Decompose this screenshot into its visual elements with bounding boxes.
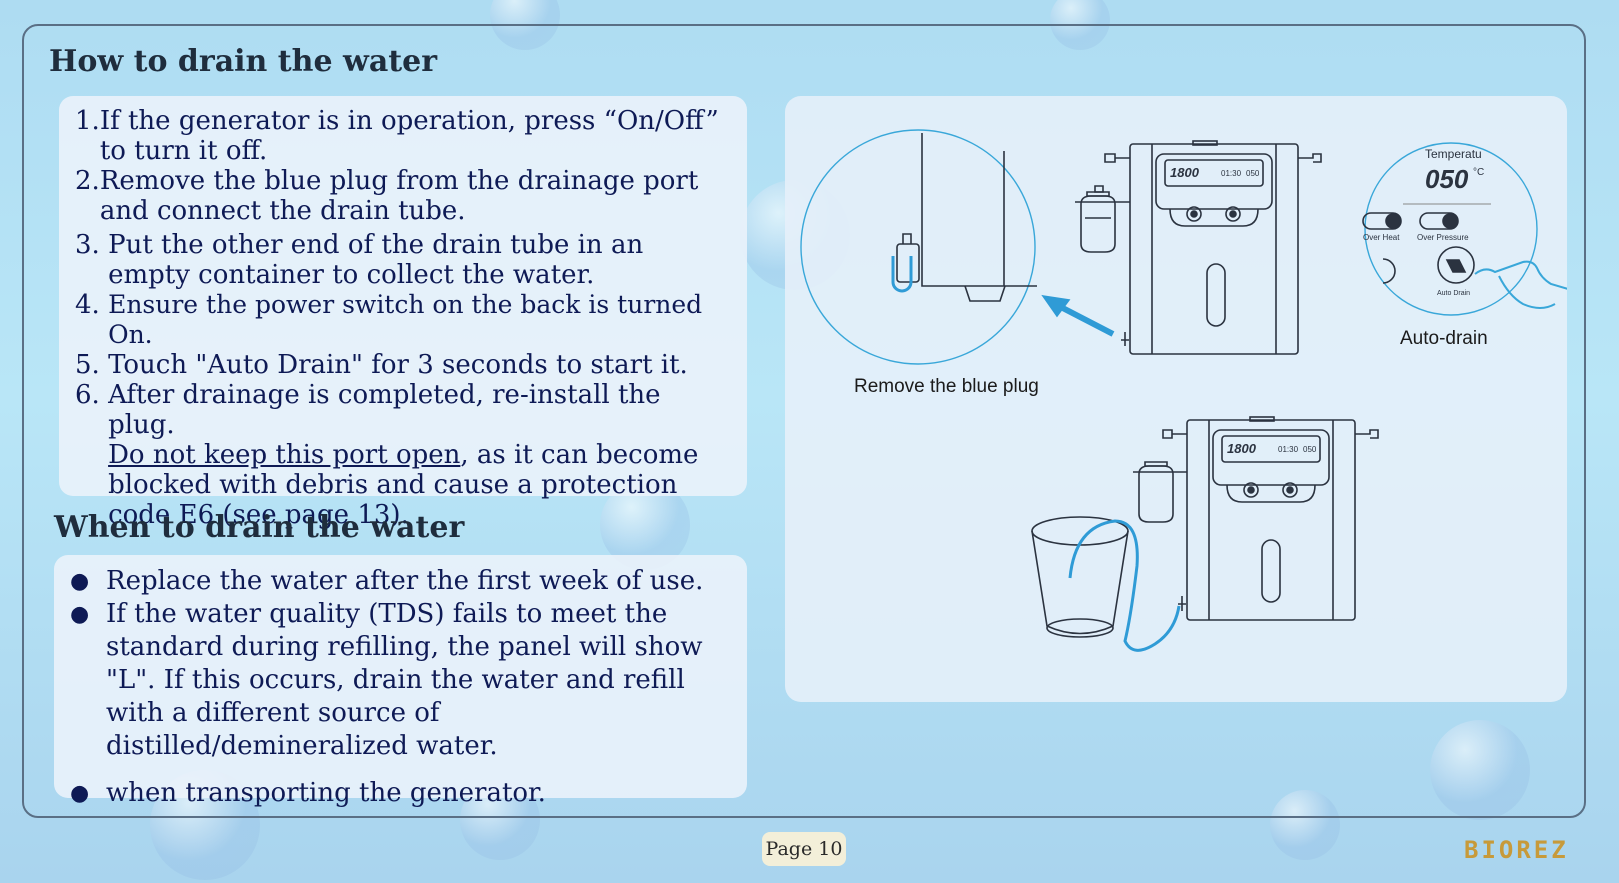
background-bubble [1270,790,1340,860]
generator-bottom [1186,419,1356,621]
generator-top [1129,143,1299,355]
display-temp: 050 [1246,169,1260,178]
over-pressure-label: Over Pressure [1417,233,1469,242]
auto-drain-label: Auto Drain [1437,290,1470,297]
zoom-temp-value: 050 [1425,164,1469,194]
drain-heading: How to drain the water [49,44,438,79]
step-text: If the generator is in operation, press … [99,106,719,166]
step-text: After drainage is completed, re-install … [108,380,733,530]
step-number: 1. [75,106,100,136]
when-bullets-list: ● Replace the water after the first week … [70,565,717,810]
step-number: 6. [75,380,109,410]
step-number: 3. [75,230,109,260]
drain-steps-list: 1.If the generator is in operation, pres… [75,106,733,530]
step-text-main: After drainage is completed, re-install … [108,380,661,440]
step-text: Put the other end of the drain tube in a… [108,230,644,290]
step-item: 1.If the generator is in operation, pres… [75,106,733,166]
step-item: 2.Remove the blue plug from the drainage… [75,166,733,226]
drain-tube [1068,519,1181,652]
step-item: 5. Touch "Auto Drain" for 3 seconds to s… [75,350,733,380]
step-item: 6. After drainage is completed, re-insta… [75,380,733,530]
bullet-text: when transporting the generator. [106,778,546,808]
over-heat-label: Over Heat [1363,233,1400,242]
drain-illustration: 1800 01:30 050 1800 01:30 050 Temperatu … [800,129,1576,652]
page-number-badge: Page 10 [762,832,846,866]
bullet-dot-icon: ● [70,781,90,806]
zoom-circle-panel [1364,142,1538,316]
display-time: 01:30 [1221,169,1242,178]
zoom-temp-unit: °C [1473,167,1484,178]
display-temp-bottom: 050 [1303,445,1317,454]
content-frame [22,24,1586,818]
zoom-circle-plug [800,129,1036,365]
display-main: 1800 [1170,165,1200,180]
bullet-item: ● when transporting the generator. [70,777,717,810]
bullet-text: Replace the water after the first week o… [106,566,704,596]
when-bullets-card: ● Replace the water after the first week … [54,555,747,808]
step-number: 4. [75,290,109,320]
step-text: Touch "Auto Drain" for 3 seconds to star… [108,350,688,380]
arrow-icon [1041,294,1071,318]
bullet-text: If the water quality (TDS) fails to meet… [106,599,703,761]
display-time-bottom: 01:30 [1278,445,1299,454]
step-text: Remove the blue plug from the drainage p… [99,166,699,226]
bullet-dot-icon: ● [70,602,90,627]
step-item: 4. Ensure the power switch on the back i… [75,290,733,350]
display-main-bottom: 1800 [1227,441,1257,456]
illustration-panel: 1800 01:30 050 1800 01:30 050 Temperatu … [785,96,1576,702]
background-bubble [1430,720,1530,820]
warning-underlined: Do not keep this port open [108,440,461,470]
when-heading: When to drain the water [54,510,465,545]
step-text: Ensure the power switch on the back is t… [108,290,703,349]
step-number: 2. [75,166,100,196]
hand-pointer-icon [1474,260,1576,292]
zoom-temp-label: Temperatu [1425,147,1482,161]
warning-text: , as it can become blocked with debris a… [108,440,699,530]
caption-auto-drain: Auto-drain [1400,328,1488,349]
drain-steps-card: 1.If the generator is in operation, pres… [59,96,747,530]
bullet-item: ● If the water quality (TDS) fails to mee… [70,598,717,763]
bullet-dot-icon: ● [70,569,90,594]
blue-plug-icon [891,256,913,293]
caption-remove-plug: Remove the blue plug [854,376,1039,397]
step-item: 3. Put the other end of the drain tube i… [75,230,733,290]
bullet-item: ● Replace the water after the first week … [70,565,717,598]
brand-logo: BIOREZ [1464,836,1569,864]
step-number: 5. [75,350,109,380]
